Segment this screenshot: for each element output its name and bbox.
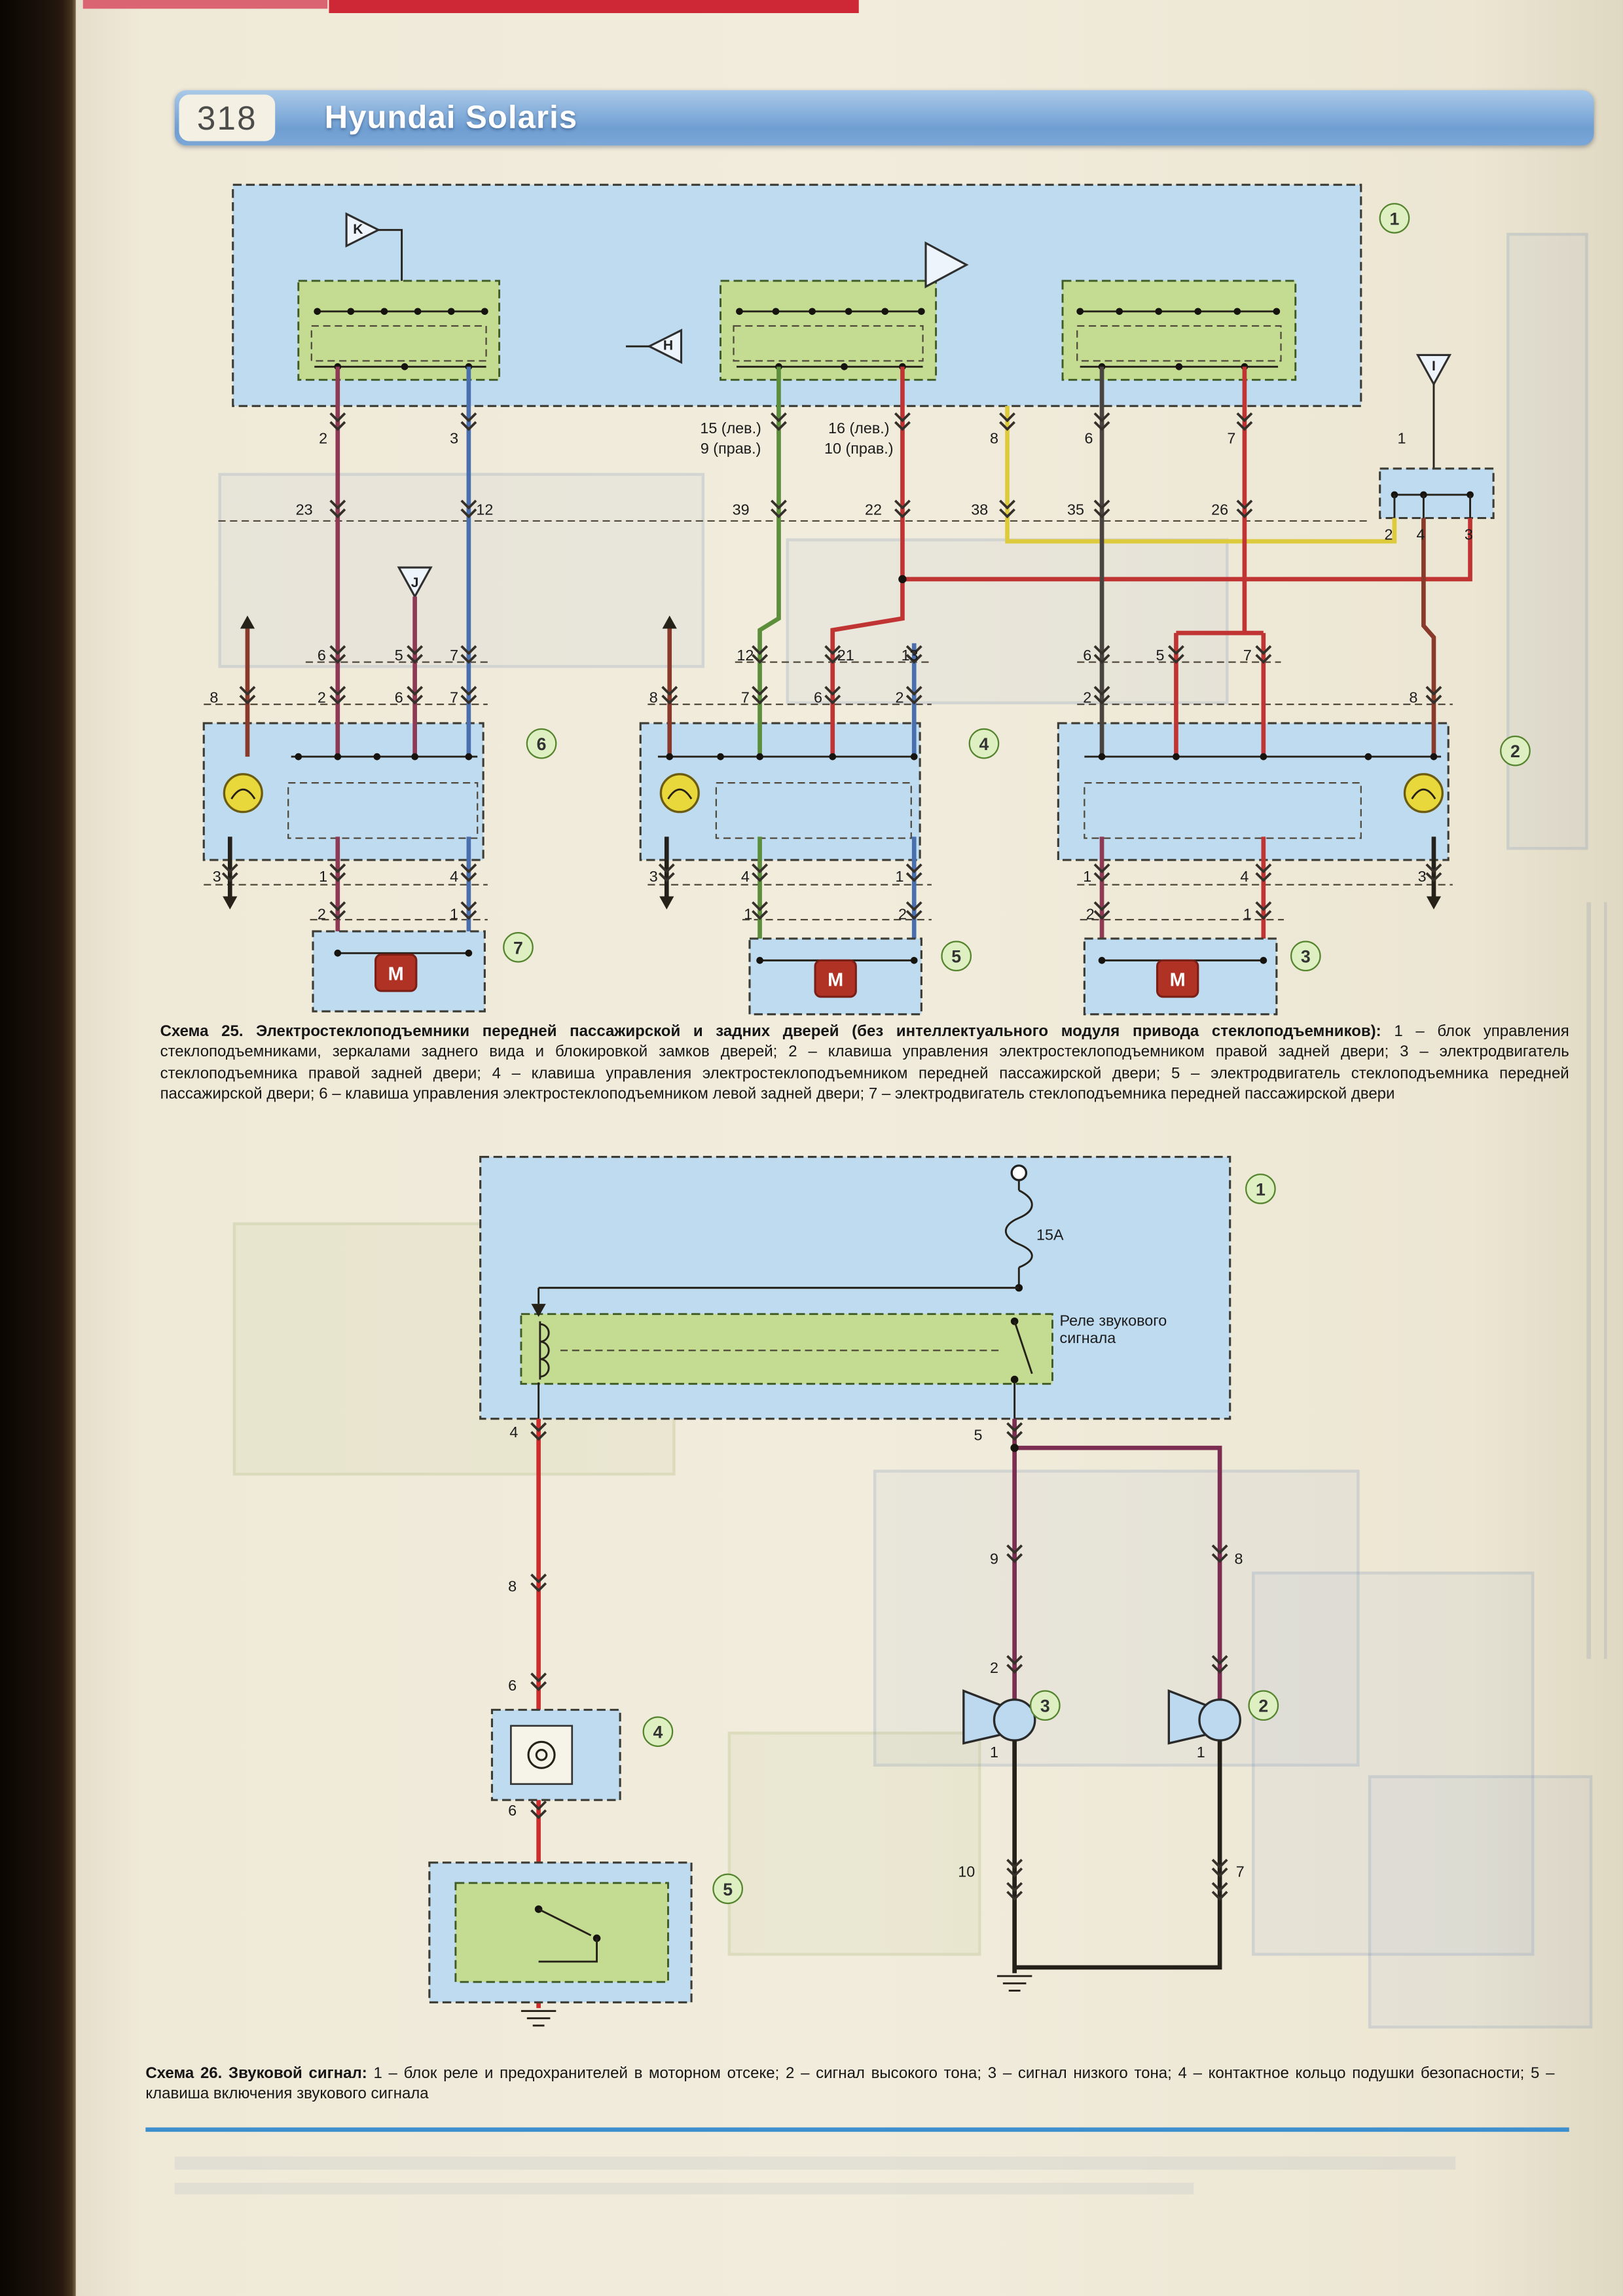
low-tone-horn	[993, 1698, 1036, 1742]
relay-coil	[539, 1323, 550, 1378]
bleedthrough-line	[1604, 902, 1607, 1659]
bleedthrough-shape	[218, 473, 705, 668]
schema26-caption: Схема 26. Звуковой сигнал: 1 – блок реле…	[145, 2064, 1554, 2106]
bleedthrough-text-bar	[174, 2156, 1456, 2170]
bleedthrough-text-bar	[174, 2182, 1194, 2195]
connector-triangle-K	[345, 212, 381, 248]
footer-rule	[145, 2127, 1569, 2132]
book-spine	[0, 0, 76, 2296]
motor-symbol	[374, 953, 418, 992]
schema26-diagram	[428, 1155, 1241, 2027]
right-connector-box	[1379, 467, 1495, 520]
page-title: Hyundai Solaris	[324, 99, 578, 135]
schema26-caption-title: Схема 26. Звуковой сигнал:	[145, 2064, 367, 2083]
motor-symbol	[814, 959, 857, 998]
red-edge-mark	[82, 0, 328, 9]
schema25-diagram	[202, 183, 1495, 1016]
page-header: 318 Hyundai Solaris	[174, 90, 1594, 146]
connector-triangle-J	[397, 566, 433, 599]
horn-relay-label: Реле звукового сигнала	[1059, 1312, 1167, 1348]
schema25-caption: Схема 25. Электростеклоподъемники передн…	[160, 1022, 1569, 1106]
right-rear-switch-box	[1057, 722, 1450, 861]
schema25-caption-title: Схема 25. Электростеклоподъемники передн…	[160, 1022, 1381, 1041]
connector-triangle-H	[647, 329, 683, 365]
red-edge-mark	[329, 0, 859, 14]
spiral-contact-ring	[527, 1740, 556, 1769]
bleedthrough-shape	[1252, 1571, 1535, 1956]
page-number: 318	[179, 94, 276, 141]
connector-triangle-I	[1415, 353, 1452, 387]
illumination-lamp	[1403, 773, 1444, 814]
power-terminal	[1010, 1164, 1028, 1181]
bleedthrough-shape	[786, 538, 1229, 705]
connector-triangle	[924, 241, 969, 289]
motor-symbol	[1156, 959, 1199, 998]
illumination-lamp	[223, 773, 263, 814]
horn-relay	[520, 1313, 1053, 1385]
illumination-lamp	[659, 773, 700, 814]
bleedthrough-shape	[1368, 1775, 1593, 2029]
bleedthrough-shape	[727, 1731, 981, 1956]
schema25-caption-legend: 1 – блок управления стеклоподъемниками, …	[160, 1022, 1569, 1104]
relay-contact	[1013, 1321, 1033, 1374]
fuse-rating-label: 15A	[1036, 1227, 1064, 1244]
bleedthrough-line	[1586, 902, 1592, 1659]
fuse-symbol	[1005, 1189, 1033, 1268]
schema26-caption-legend: 1 – блок реле и предохранителей в моторн…	[145, 2064, 1555, 2104]
high-tone-horn	[1198, 1698, 1241, 1742]
